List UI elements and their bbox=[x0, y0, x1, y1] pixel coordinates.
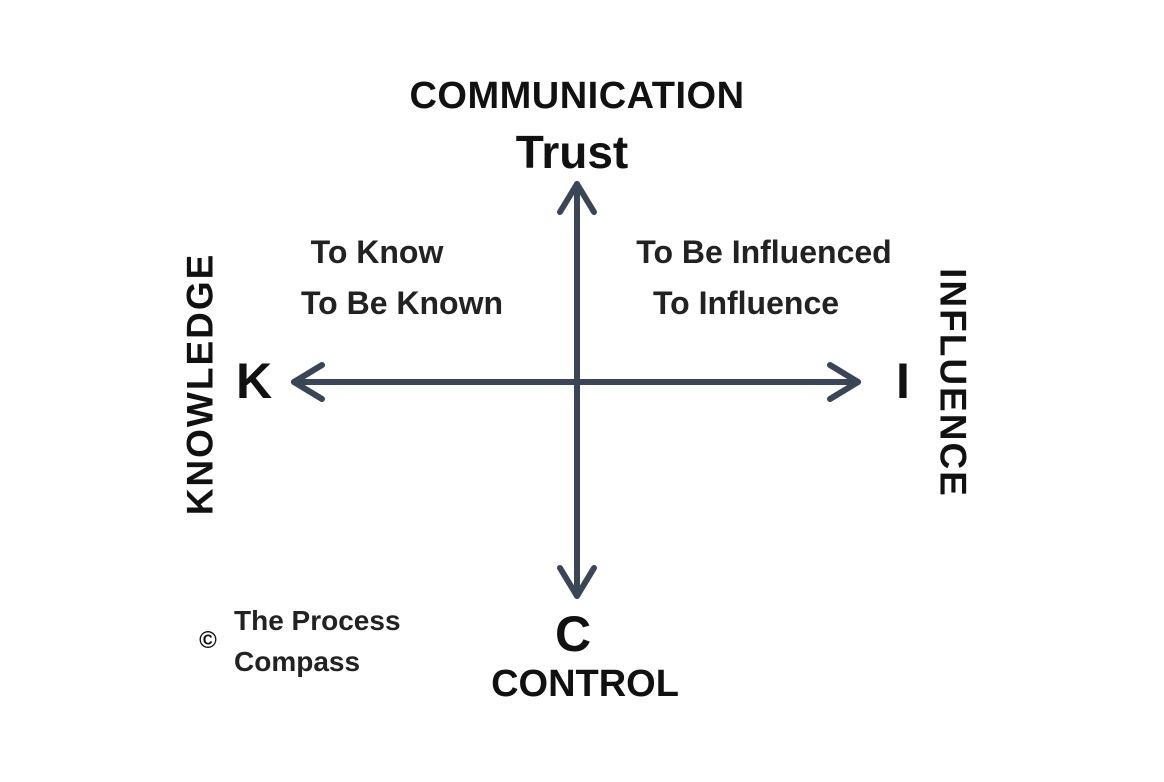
c-letter-label: C bbox=[554, 606, 592, 662]
copyright-line-2: Compass bbox=[234, 646, 361, 677]
copyright-icon: © bbox=[199, 627, 217, 654]
arrowhead-left bbox=[291, 362, 325, 402]
quadrant-top-left-line-1: To Know bbox=[310, 234, 444, 270]
quadrant-top-left-line-2: To Be Known bbox=[300, 285, 504, 321]
control-label: CONTROL bbox=[491, 663, 679, 705]
copyright-line-1: The Process bbox=[234, 605, 401, 636]
i-letter-label: I bbox=[896, 353, 910, 409]
communication-label: COMMUNICATION bbox=[409, 75, 745, 117]
influence-label: INFLUENCE bbox=[932, 268, 974, 498]
k-letter-label: K bbox=[235, 353, 273, 409]
trust-label: Trust bbox=[515, 126, 629, 178]
arrowhead-up bbox=[557, 181, 597, 215]
arrowhead-down bbox=[557, 565, 597, 599]
arrowhead-right bbox=[827, 362, 861, 402]
quadrant-top-right-line-2: To Influence bbox=[652, 285, 840, 321]
knowledge-label: KNOWLEDGE bbox=[179, 252, 221, 516]
quadrant-top-right-line-1: To Be Influenced bbox=[636, 234, 892, 270]
